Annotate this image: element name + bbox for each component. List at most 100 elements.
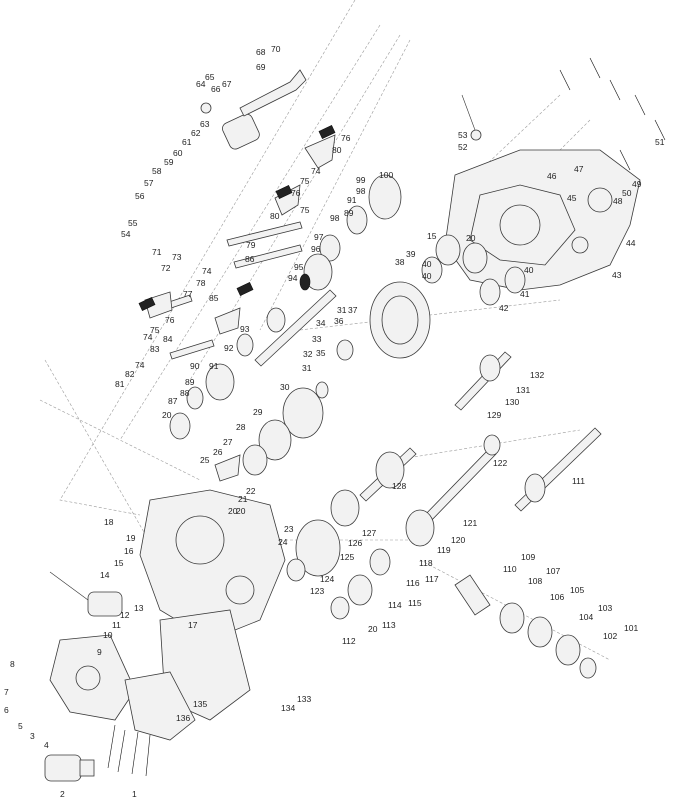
callout-110: 110	[503, 564, 517, 574]
callout-113: 113	[382, 620, 396, 630]
callout-20e: 20	[236, 506, 246, 516]
callout-9: 9	[97, 647, 102, 657]
callout-20a: 20	[228, 506, 238, 516]
callout-83: 83	[150, 344, 160, 354]
left-housing	[139, 489, 286, 721]
callout-47: 47	[574, 164, 584, 174]
callout-76a: 76	[341, 133, 351, 143]
callout-46: 46	[547, 171, 557, 181]
callout-134: 134	[281, 703, 295, 713]
callout-3: 3	[30, 731, 35, 741]
callout-54: 54	[121, 229, 131, 239]
callout-58: 58	[152, 166, 162, 176]
callout-31b: 31	[337, 305, 347, 315]
callout-39: 39	[406, 249, 416, 259]
callout-101: 101	[624, 623, 638, 633]
callout-4a: 4	[44, 740, 49, 750]
callout-44: 44	[626, 238, 636, 248]
output-shaft-132	[454, 351, 512, 411]
callout-31a: 31	[302, 363, 312, 373]
callout-111: 111	[572, 476, 585, 486]
callout-102: 102	[603, 631, 617, 641]
callout-42: 42	[499, 303, 509, 313]
callout-23: 23	[284, 524, 294, 534]
callout-16: 16	[124, 546, 134, 556]
callout-133: 133	[297, 694, 311, 704]
callout-117: 117	[425, 574, 439, 584]
callout-14: 14	[100, 570, 110, 580]
callout-50: 50	[622, 188, 632, 198]
callout-22: 22	[246, 486, 256, 496]
callout-75a: 75	[300, 176, 310, 186]
shift-springs	[138, 125, 336, 311]
callout-74d: 74	[135, 360, 145, 370]
callout-30: 30	[280, 382, 290, 392]
callout-74c: 74	[143, 332, 153, 342]
shaft-111	[514, 427, 602, 512]
callout-112: 112	[342, 636, 356, 646]
callout-18: 18	[104, 517, 114, 527]
callout-116: 116	[406, 578, 420, 588]
callout-24: 24	[278, 537, 288, 547]
callout-26: 26	[213, 447, 223, 457]
callout-105: 105	[570, 585, 584, 595]
callout-107: 107	[546, 566, 560, 576]
callout-98a: 98	[330, 213, 340, 223]
callout-132: 132	[530, 370, 544, 380]
callout-104: 104	[579, 612, 593, 622]
callout-38: 38	[395, 257, 405, 267]
callout-55: 55	[128, 218, 138, 228]
callout-27: 27	[223, 437, 233, 447]
callout-7: 7	[4, 687, 9, 697]
callout-40c: 40	[524, 265, 534, 275]
callout-79: 79	[246, 240, 256, 250]
callout-69: 69	[256, 62, 266, 72]
callout-17: 17	[188, 620, 198, 630]
callout-56: 56	[135, 191, 145, 201]
callout-8: 8	[10, 659, 15, 669]
callout-84: 84	[163, 334, 173, 344]
callout-15a: 15	[114, 558, 124, 568]
callout-75b: 75	[300, 205, 310, 215]
callout-90: 90	[190, 361, 200, 371]
callout-88: 88	[180, 388, 190, 398]
callout-52: 52	[458, 142, 468, 152]
callout-127: 127	[362, 528, 376, 538]
callout-109: 109	[521, 552, 535, 562]
callout-6: 6	[4, 705, 9, 715]
callout-40a: 40	[422, 259, 432, 269]
callout-123: 123	[310, 586, 324, 596]
callout-20d: 20	[368, 624, 378, 634]
callout-92: 92	[224, 343, 234, 353]
callout-73: 73	[172, 252, 182, 262]
callout-62: 62	[191, 128, 201, 138]
callout-10: 10	[103, 630, 113, 640]
callout-60: 60	[173, 148, 183, 158]
bevel-gear-assembly	[454, 574, 597, 679]
selector-drum	[200, 69, 307, 150]
left-cover	[49, 634, 196, 741]
callout-11: 11	[112, 620, 121, 630]
callout-labels: 1 2 3 4 5 6 7 8 9 10 11 12 13 14 15 16 1…	[4, 44, 665, 799]
callout-37: 37	[348, 305, 358, 315]
shift-forks	[144, 134, 336, 482]
sensor-53	[461, 94, 482, 141]
callout-65: 65	[205, 72, 215, 82]
callout-1: 1	[132, 789, 137, 799]
callout-53: 53	[458, 130, 468, 140]
callout-135: 135	[193, 699, 207, 709]
callout-66: 66	[211, 84, 221, 94]
upper-gear-stack	[169, 174, 402, 440]
callout-25: 25	[200, 455, 210, 465]
lower-gear-stack	[286, 489, 435, 620]
motor-assembly-bottom	[44, 754, 95, 782]
callout-61: 61	[182, 137, 192, 147]
callout-45: 45	[567, 193, 577, 203]
callout-33: 33	[312, 334, 322, 344]
callout-76b: 76	[291, 188, 301, 198]
callout-89a: 89	[185, 377, 195, 387]
callout-118: 118	[419, 558, 433, 568]
shaft-121	[419, 434, 501, 527]
callout-97: 97	[314, 232, 324, 242]
